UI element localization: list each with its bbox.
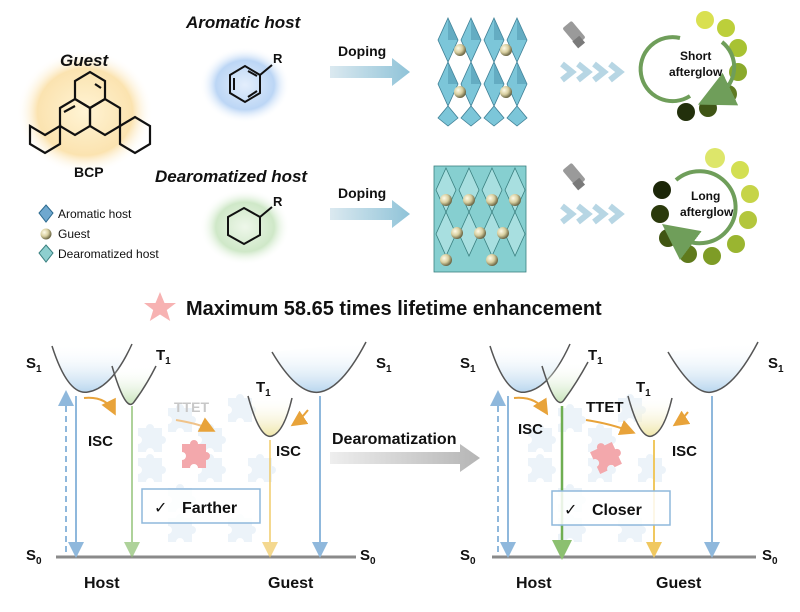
isc-right-label: ISC [276, 443, 301, 460]
ttet-arrow [585, 419, 636, 435]
s0-left-label: S0 [26, 547, 42, 567]
aromatic-doping-arrow [330, 58, 410, 86]
guest-t1-label: T1 [636, 379, 651, 399]
dearomatization-arrow [330, 444, 480, 472]
host-label: Host [516, 575, 552, 592]
legend: Aromatic host Guest Dearomatized host [38, 204, 159, 263]
headline: Maximum 58.65 times lifetime enhancement [186, 298, 602, 320]
isc-arrow-right [672, 410, 691, 427]
dearomatized-crystal [433, 165, 527, 273]
cyclohexane-ring-icon [227, 206, 273, 246]
distance-box [141, 488, 261, 524]
guest-label: Guest [656, 575, 702, 592]
host-t1-label: T1 [588, 347, 603, 367]
dearomatized-doping-label: Doping [338, 185, 386, 201]
distance-label: Closer [592, 502, 642, 519]
short-afterglow-label-1: Short [680, 49, 711, 63]
guest-t1-label: T1 [256, 379, 271, 399]
dearomatized-substituent: R [273, 194, 283, 209]
guest-t1-curve [627, 395, 673, 437]
guest-t1-curve [247, 395, 293, 437]
s0-right-label: S0 [762, 547, 778, 567]
star-icon [144, 292, 176, 321]
ttet-arrow [175, 417, 216, 432]
puzzle-piece-icon [182, 440, 210, 468]
dearomatized-host-heading: Dearomatized host [155, 167, 308, 186]
isc-right-label: ISC [672, 443, 697, 460]
host-t1-curve [111, 365, 157, 405]
guest-s1-curve [667, 341, 759, 394]
aromatic-host-glow [200, 47, 290, 123]
flashlight-icon [563, 21, 586, 49]
long-afterglow-ring [651, 148, 759, 265]
ttet-label: TTET [174, 399, 209, 415]
host-s1-label: S1 [26, 355, 42, 375]
guest-label: Guest [268, 575, 314, 592]
check-mark: ✓ [564, 502, 577, 519]
legend-aromatic-host: Aromatic host [58, 207, 132, 221]
dearomatized-doping-arrow [330, 200, 410, 228]
aromatic-crystal [437, 17, 528, 127]
isc-arrow-left [513, 396, 549, 416]
isc-left-label: ISC [88, 433, 113, 450]
bcp-structure-icon [28, 70, 152, 155]
long-afterglow-label-1: Long [691, 189, 720, 203]
distance-label: Farther [182, 500, 237, 517]
guest-s1-label: S1 [768, 355, 784, 375]
energy-diagram-right: TTET ISC ISC ✓ Closer S1 T1 T1 S1 S0 S0 … [460, 341, 784, 592]
check-mark: ✓ [154, 500, 167, 517]
legend-guest: Guest [58, 227, 91, 241]
benzene-ring-icon [229, 64, 273, 104]
dearomatization-label: Dearomatization [332, 431, 456, 448]
flashlight-icon [563, 163, 586, 191]
long-afterglow-label-2: afterglow [680, 205, 734, 219]
dearomatized-host-legend-icon [38, 244, 54, 263]
host-label: Host [84, 575, 120, 592]
distance-box [551, 490, 671, 526]
guest-s1-curve [271, 341, 367, 394]
short-afterglow-label-2: afterglow [669, 65, 723, 79]
legend-dearomatized-host: Dearomatized host [58, 247, 159, 261]
isc-left-label: ISC [518, 421, 543, 438]
aromatic-doping-label: Doping [338, 43, 386, 59]
aromatic-host-heading: Aromatic host [185, 13, 302, 32]
s0-left-label: S0 [460, 547, 476, 567]
host-s1-label: S1 [460, 355, 476, 375]
host-t1-curve [541, 361, 589, 404]
dearomatized-host-glow [200, 189, 290, 265]
guest-legend-icon [40, 228, 52, 240]
guest-heading: Guest [60, 51, 110, 70]
s0-right-label: S0 [360, 547, 376, 567]
isc-arrow-left [83, 396, 116, 416]
energy-diagram-left: TTET ISC ISC ✓ Farther S1 T1 T1 S1 S0 S0… [26, 341, 392, 592]
host-t1-label: T1 [156, 347, 171, 367]
short-afterglow-ring [638, 11, 747, 121]
bcp-label: BCP [74, 164, 104, 180]
aromatic-host-legend-icon [38, 204, 54, 223]
ttet-label: TTET [586, 399, 624, 416]
guest-s1-label: S1 [376, 355, 392, 375]
dearomatized-light-chevrons [560, 203, 625, 225]
aromatic-substituent: R [273, 51, 283, 66]
isc-arrow-right [290, 409, 309, 427]
aromatic-light-chevrons [560, 61, 625, 83]
